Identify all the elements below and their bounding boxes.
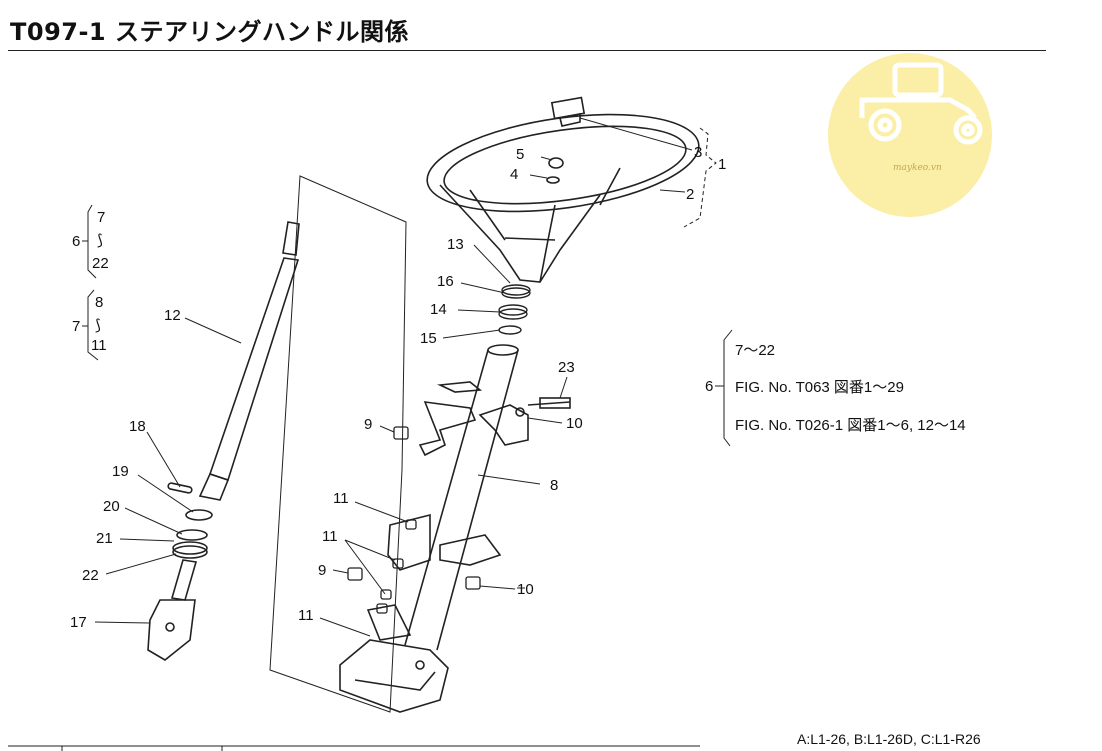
label-11c: 11 <box>298 607 314 624</box>
label-20: 20 <box>103 498 120 515</box>
right-note-line3: FIG. No. T026-1 図番1～6, 12～14 <box>735 417 966 434</box>
svg-text:22: 22 <box>92 255 109 272</box>
group-note-right: 6 7～22 FIG. No. T063 図番1～29 FIG. No. T02… <box>705 329 966 447</box>
right-note-parent: 6 <box>705 378 713 395</box>
label-11b: 11 <box>322 528 338 545</box>
part-labels: 1 2 3 4 5 8 9 9 10 10 11 11 11 12 13 16 … <box>70 144 726 631</box>
svg-text:7: 7 <box>72 318 80 335</box>
label-11a: 11 <box>333 490 349 507</box>
column-washers <box>498 284 531 335</box>
label-12: 12 <box>164 307 181 324</box>
label-4: 4 <box>510 166 518 183</box>
label-21: 21 <box>96 530 113 547</box>
svg-text:11: 11 <box>91 337 107 354</box>
label-10a: 10 <box>566 415 583 432</box>
svg-text:7: 7 <box>97 209 105 226</box>
label-2: 2 <box>686 186 694 203</box>
title-rule <box>8 50 1046 51</box>
label-23: 23 <box>558 359 575 376</box>
watermark-text: maykeo.vn <box>893 163 942 173</box>
bracket-1 <box>683 127 717 228</box>
label-18: 18 <box>129 418 146 435</box>
watermark-logo: maykeo.vn <box>828 53 992 217</box>
model-legend: A:L1-26, B:L1-26D, C:L1-R26 <box>797 731 981 747</box>
label-1: 1 <box>718 156 726 173</box>
right-note-line1: 7～22 <box>735 342 775 359</box>
leader-lines <box>94 117 693 637</box>
label-22: 22 <box>82 567 99 584</box>
label-5: 5 <box>516 146 524 163</box>
steering-shaft <box>147 221 300 661</box>
group-note-6: 6 7 ⟆ 22 <box>72 204 109 279</box>
steering-column <box>339 344 571 713</box>
label-3: 3 <box>694 144 702 161</box>
svg-text:6: 6 <box>72 233 80 250</box>
bottom-table-edge <box>8 745 700 751</box>
group-note-7: 7 8 ⟆ 11 <box>72 289 107 361</box>
label-16: 16 <box>437 273 454 290</box>
label-15: 15 <box>420 330 437 347</box>
label-9b: 9 <box>318 562 326 579</box>
label-8: 8 <box>550 477 558 494</box>
label-14: 14 <box>430 301 447 318</box>
label-19: 19 <box>112 463 129 480</box>
page-title: T097-1 ステアリングハンドル関係 <box>10 18 409 46</box>
svg-text:⟆: ⟆ <box>95 317 101 334</box>
right-note-line2: FIG. No. T063 図番1～29 <box>735 379 904 396</box>
label-17: 17 <box>70 614 87 631</box>
svg-text:⟆: ⟆ <box>97 232 103 249</box>
label-13: 13 <box>447 236 464 253</box>
assembly-frame <box>269 175 407 713</box>
label-10b: 10 <box>517 581 534 598</box>
svg-text:8: 8 <box>95 294 103 311</box>
small-parts <box>347 426 481 614</box>
label-9a: 9 <box>364 416 372 433</box>
